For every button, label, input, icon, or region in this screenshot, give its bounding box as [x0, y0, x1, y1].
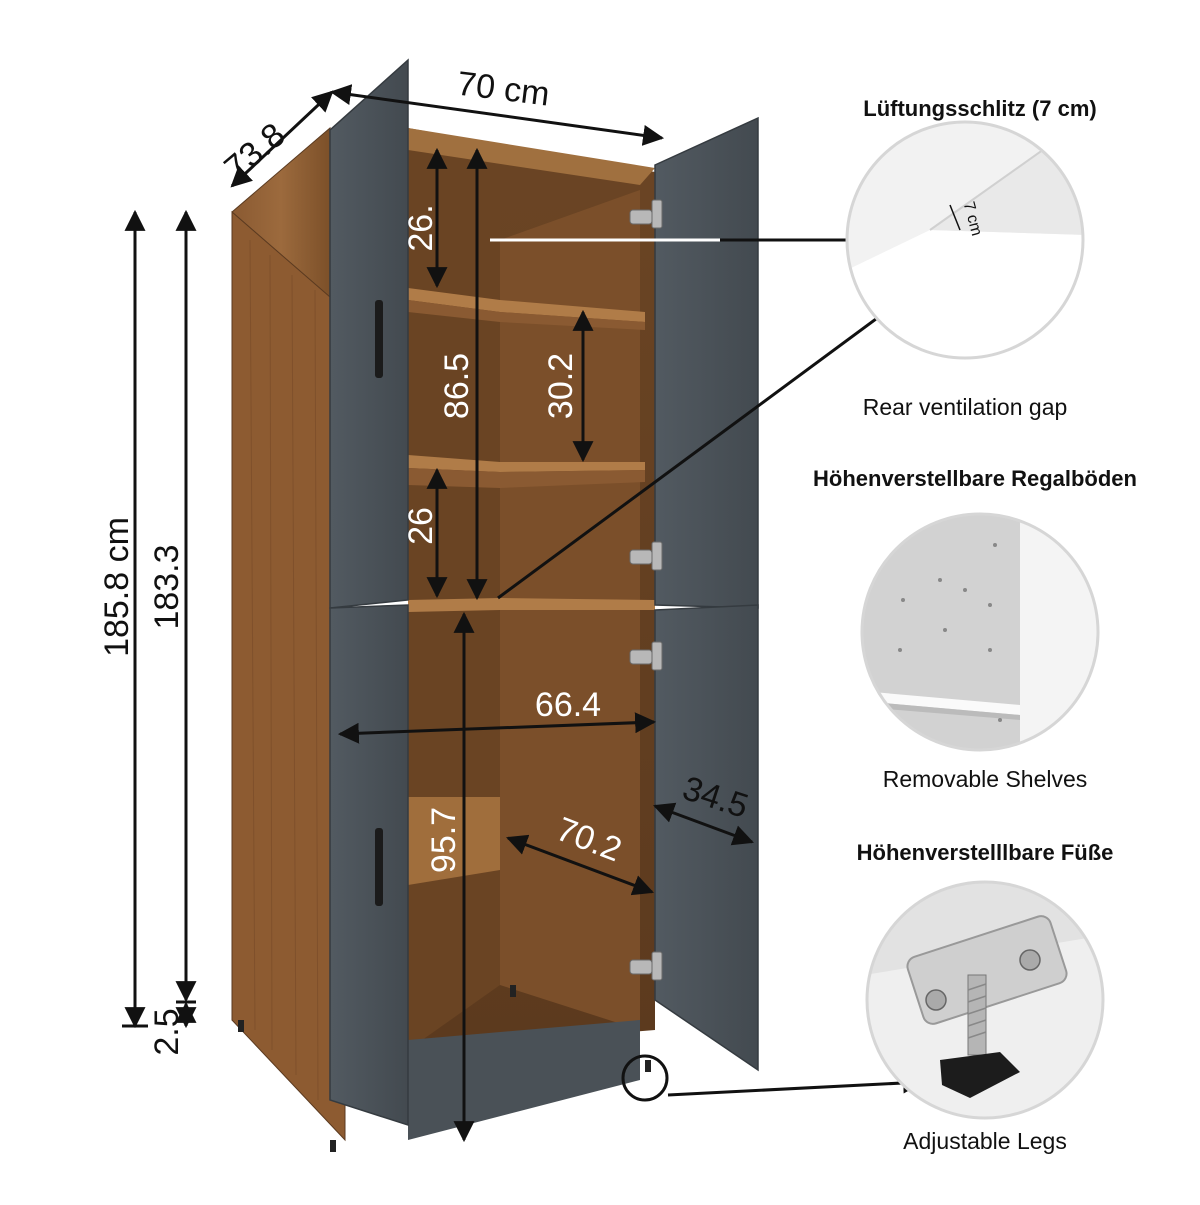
- ventilation-detail-image: [847, 122, 1083, 358]
- door-handle-icon: [375, 300, 383, 378]
- leg-leader: [667, 1072, 925, 1097]
- cabinet-side-panel: [231, 210, 346, 1142]
- panel-title-legs: Höhenverstelllbare Füße: [856, 840, 1114, 865]
- label-leg: 2.5: [148, 1008, 186, 1055]
- leg: [510, 985, 516, 997]
- dim-line-depth: [230, 90, 334, 188]
- panel-caption-ventilation: Rear ventilation gap: [862, 394, 1068, 420]
- label-lower-compartment: 26: [402, 507, 440, 545]
- label-height-body: 183.3: [148, 544, 186, 629]
- label-height-total: 185.8 cm: [98, 517, 136, 657]
- panel-title-ventilation: Lüftungsschlitz (7 cm): [863, 96, 1097, 121]
- dim-line-diagonal: [506, 834, 654, 896]
- dim-line-width: [329, 84, 665, 146]
- dim-line-inner-width: [337, 712, 657, 744]
- label-width: 70 cm: [455, 65, 552, 114]
- right-upper-door: [654, 116, 759, 609]
- shelf-leader: [497, 283, 924, 600]
- leg: [330, 1140, 336, 1152]
- left-upper-door: [329, 58, 409, 609]
- label-upper-inner: 86.5: [438, 353, 476, 419]
- dim-line-door-depth: [653, 802, 754, 846]
- label-top-compartment: 26.: [402, 204, 440, 251]
- door-handle-icon: [375, 828, 383, 906]
- left-lower-door: [329, 604, 409, 1127]
- label-bottom-compartment: 95.7: [425, 807, 463, 873]
- label-inner-width: 66.4: [535, 686, 601, 724]
- panel-title-shelves: Höhenverstellbare Regalböden: [813, 466, 1137, 491]
- panel-caption-shelves: Removable Shelves: [882, 766, 1088, 792]
- leg: [645, 1060, 651, 1072]
- adjustable-foot-icon: [867, 882, 1103, 1118]
- leg-highlight-circle: [621, 1054, 669, 1102]
- shelf-pin-holes-icon: [862, 514, 1098, 750]
- label-shelf-gap: 30.2: [542, 353, 580, 419]
- hinge-icons: [629, 199, 663, 981]
- wood-grain: [249, 239, 319, 1101]
- panel-caption-legs: Adjustable Legs: [903, 1128, 1067, 1154]
- middle-divider: [408, 598, 655, 612]
- leg: [238, 1020, 244, 1032]
